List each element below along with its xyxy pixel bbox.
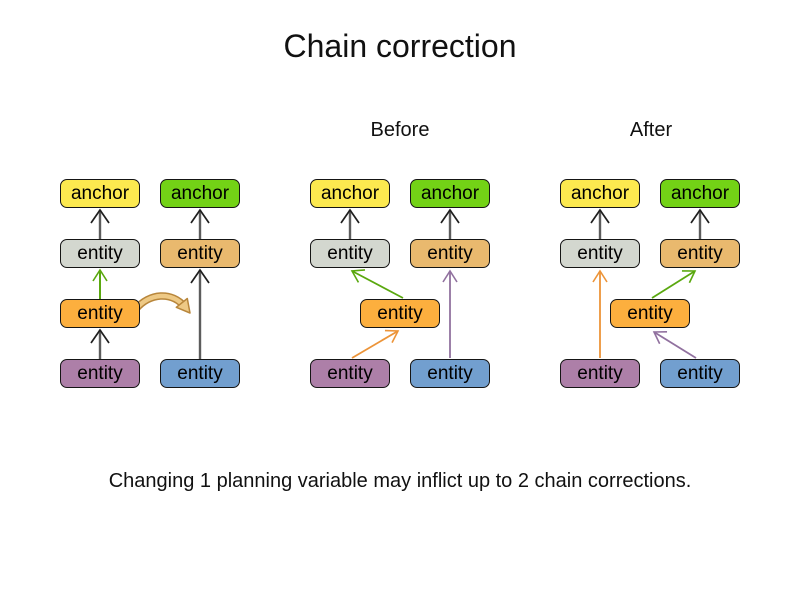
caption-text: Changing 1 planning variable may inflict… bbox=[108, 470, 692, 492]
entity-node-tan: entity bbox=[160, 239, 240, 268]
arrow-orange-to-tan-green bbox=[651, 270, 697, 299]
entity-node-blue: entity bbox=[410, 359, 490, 388]
heading-after: After bbox=[629, 119, 673, 141]
arrows-group-before bbox=[340, 208, 460, 359]
entity-node-orange: entity bbox=[360, 299, 440, 328]
entity-node-blue: entity bbox=[660, 359, 740, 388]
entity-node-orange: entity bbox=[60, 299, 140, 328]
anchor-node-yellow: anchor bbox=[60, 179, 140, 208]
arrow-blue-to-orange-purple bbox=[652, 331, 697, 359]
entity-node-tan: entity bbox=[410, 239, 490, 268]
heading-before: Before bbox=[370, 119, 430, 141]
entity-node-tan: entity bbox=[660, 239, 740, 268]
arrow-orange-to-gray-green bbox=[350, 269, 404, 299]
arrows-group-initial bbox=[90, 208, 210, 359]
entity-node-gray: entity bbox=[560, 239, 640, 268]
anchor-node-yellow: anchor bbox=[560, 179, 640, 208]
anchor-node-green: anchor bbox=[410, 179, 490, 208]
entity-node-orange: entity bbox=[610, 299, 690, 328]
entity-node-purple: entity bbox=[310, 359, 390, 388]
anchor-node-green: anchor bbox=[160, 179, 240, 208]
arrow-purple-to-orange-orange bbox=[351, 329, 400, 359]
anchor-node-green: anchor bbox=[660, 179, 740, 208]
entity-node-blue: entity bbox=[160, 359, 240, 388]
entity-node-purple: entity bbox=[60, 359, 140, 388]
page-title: Chain correction bbox=[283, 28, 517, 64]
entity-node-gray: entity bbox=[310, 239, 390, 268]
entity-node-purple: entity bbox=[560, 359, 640, 388]
anchor-node-yellow: anchor bbox=[310, 179, 390, 208]
entity-node-gray: entity bbox=[60, 239, 140, 268]
arrows-group-after bbox=[590, 208, 710, 359]
curved-move-arrow bbox=[132, 292, 191, 314]
